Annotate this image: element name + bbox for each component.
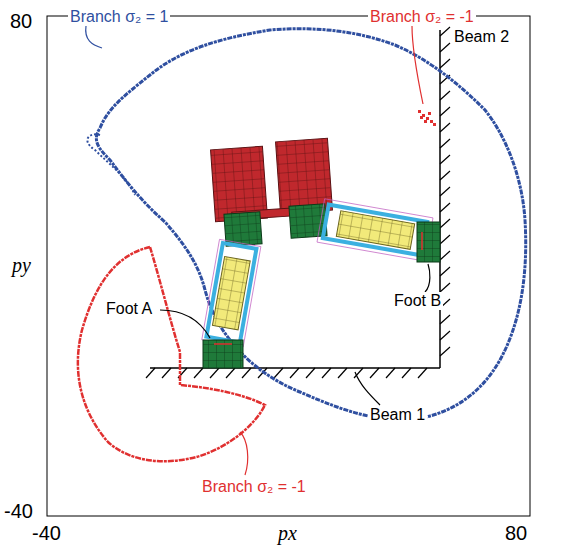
foot-label: Foot B <box>392 292 443 310</box>
beam-1 <box>150 367 440 369</box>
foot-a <box>203 340 243 368</box>
axis-tick: 80 <box>10 10 32 32</box>
beam-label: Beam 1 <box>368 406 427 424</box>
beam-2 <box>439 30 441 368</box>
axis-tick: 80 <box>505 522 527 544</box>
leader-line <box>160 310 210 338</box>
foot-label: Foot A <box>104 300 154 318</box>
axis-label: px <box>278 522 297 544</box>
branch-label: Branch σ₂ = -1 <box>200 478 308 496</box>
leader-line <box>355 372 380 405</box>
axis-tick: -40 <box>32 522 61 544</box>
branch-dots <box>418 110 436 126</box>
leader-line <box>86 26 102 48</box>
axis-tick: -40 <box>4 500 33 522</box>
axis-label: py <box>12 254 31 276</box>
branch-curve <box>96 29 525 420</box>
branch-label: Branch σ₂ = -1 <box>368 8 476 26</box>
beam-hatching <box>146 27 450 378</box>
plot-frame <box>47 16 530 516</box>
foot-b <box>417 222 440 262</box>
beam-label: Beam 2 <box>452 28 511 46</box>
leader-line <box>412 26 423 104</box>
branch-curve <box>87 134 135 195</box>
branch-curve <box>78 247 265 461</box>
leader-line <box>425 264 430 292</box>
robot <box>202 138 440 368</box>
branch-label: Branch σ₂ = 1 <box>68 8 170 26</box>
leader-line <box>240 432 248 475</box>
